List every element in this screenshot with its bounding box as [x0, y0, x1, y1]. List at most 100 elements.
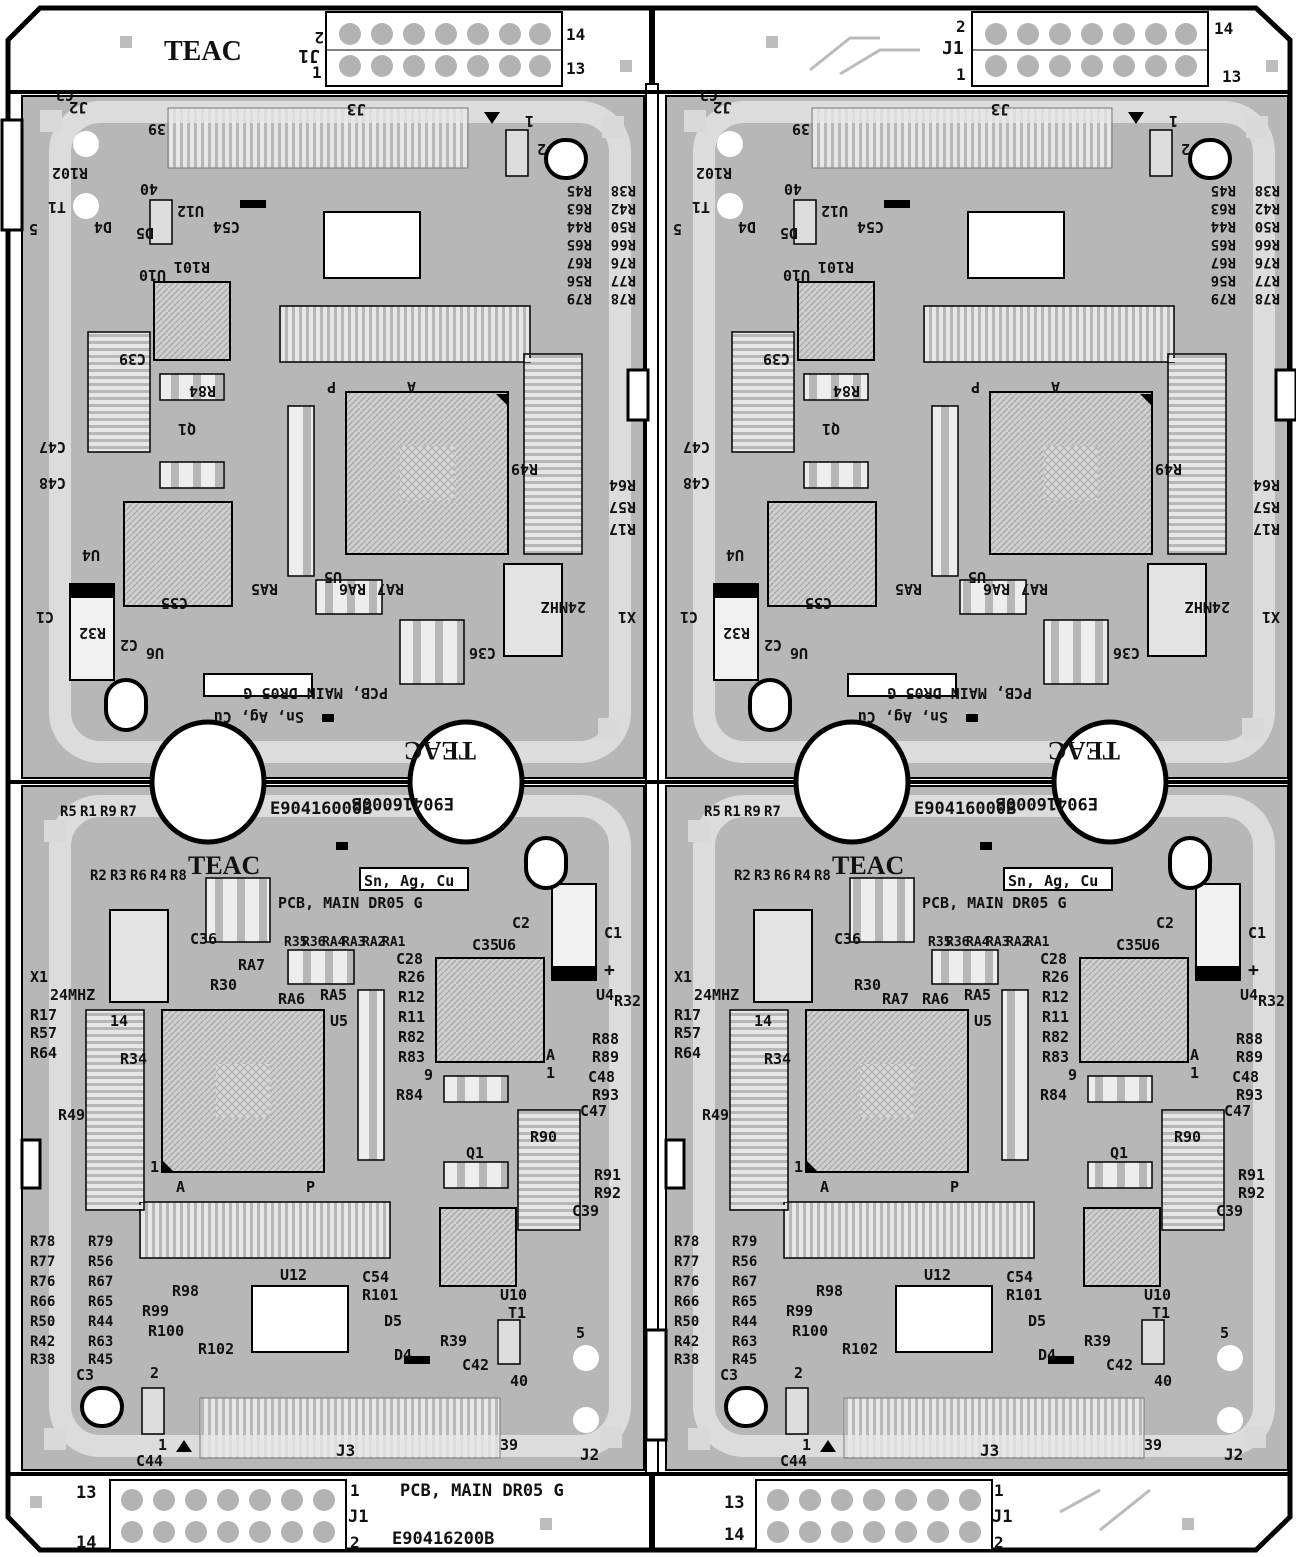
r50-label-bl: R50 — [30, 1314, 55, 1330]
c36-label-tr: C36 — [1113, 644, 1140, 662]
c48-label-bl: C48 — [588, 1068, 615, 1086]
d4-label-tr: D4 — [738, 218, 756, 236]
r90-label-br: R90 — [1174, 1128, 1201, 1146]
j1-label-top-right: J1 — [942, 38, 964, 59]
d5-label-br: D5 — [1028, 1312, 1046, 1330]
r4-label-br: R4 — [794, 868, 811, 884]
r45-label-tl: R45 — [567, 182, 592, 198]
r66-label-tl: R66 — [611, 236, 636, 252]
bottom-rail — [30, 1488, 1194, 1532]
r50-label-br: R50 — [674, 1314, 699, 1330]
r9-label-bl: R9 — [100, 804, 117, 820]
j2-pin-5-br: 5 — [1220, 1324, 1229, 1342]
d4-label-bl: D4 — [394, 1346, 412, 1364]
c39-label-br: C39 — [1216, 1202, 1243, 1220]
j2-pin-5-bl: 5 — [576, 1324, 585, 1342]
r12-label-br: R12 — [1042, 988, 1069, 1006]
u4-label-bl: U4 — [596, 986, 614, 1004]
r44-label-tr: R44 — [1211, 218, 1236, 234]
r49-label-br: R49 — [702, 1106, 729, 1124]
r57-label-tl: R57 — [609, 498, 636, 516]
j3-pin-40-tl: 40 — [140, 180, 158, 198]
ra6-label-br: RA6 — [922, 990, 949, 1008]
c35-label-bl: C35 — [472, 936, 499, 954]
r42-label-br: R42 — [674, 1334, 699, 1350]
r36-label-br: R36 — [946, 935, 970, 950]
pin1-triangle-markers — [162, 112, 1152, 1452]
r66-label-br: R66 — [674, 1294, 699, 1310]
j3-pin-39-tr: 39 — [792, 120, 810, 138]
u5-label-br: U5 — [974, 1012, 992, 1030]
c48-label-br: C48 — [1232, 1068, 1259, 1086]
c35-label-br: C35 — [1116, 936, 1143, 954]
c47-label-tr: C47 — [683, 438, 710, 456]
board-label-tl: PCB, MAIN DR05 G — [244, 684, 389, 702]
ra3-label-br: RA3 — [986, 935, 1009, 950]
r67-label-bl: R67 — [88, 1274, 113, 1290]
r64-label-tr: R64 — [1253, 476, 1280, 494]
r56-label-br: R56 — [732, 1254, 757, 1270]
u4-label-br: U4 — [1240, 986, 1258, 1004]
r3-label-br: R3 — [754, 868, 771, 884]
r99-label-br: R99 — [786, 1302, 813, 1320]
r93-label-bl: R93 — [592, 1086, 619, 1104]
j3-label-br: J3 — [980, 1441, 999, 1460]
c3-label-bl: C3 — [76, 1366, 94, 1384]
j3-pin-2-tr: 2 — [1181, 140, 1190, 158]
logo-br: TEAC — [832, 851, 904, 880]
j1-pin-13-top-right: 13 — [1222, 67, 1241, 86]
d4-label-tl: D4 — [94, 218, 112, 236]
ic-pin-14-br: 14 — [754, 1012, 772, 1030]
r89-label-bl: R89 — [592, 1048, 619, 1066]
r49-label-tl: R49 — [511, 460, 538, 478]
r50-label-tr: R50 — [1255, 218, 1280, 234]
silkscreen-top-left: E90416000B TEAC Sn, Ag, Cu PCB, MAIN DR0… — [29, 86, 636, 813]
r56-label-bl: R56 — [88, 1254, 113, 1270]
r63-label-tl: R63 — [567, 200, 592, 216]
j1-pin-1-top-right: 1 — [956, 65, 966, 84]
r36-label-bl: R36 — [302, 935, 326, 950]
r84-label-bl: R84 — [396, 1086, 423, 1104]
r63-label-br: R63 — [732, 1334, 757, 1350]
c1-label-bl: C1 — [604, 924, 622, 942]
j1-header-bottom-right — [755, 1479, 993, 1551]
c44-label-bl: C44 — [136, 1452, 163, 1470]
j1-header-bottom-left — [109, 1479, 347, 1551]
r7-label-bl: R7 — [120, 804, 137, 820]
r35-label-bl: R35 — [284, 935, 307, 950]
silkscreen-bottom-left: E90416000B TEAC Sn, Ag, Cu PCB, MAIN DR0… — [30, 799, 641, 1470]
r7-label-br: R7 — [764, 804, 781, 820]
j1-pin-2-top-right: 2 — [956, 17, 966, 36]
r92-label-bl: R92 — [594, 1184, 621, 1202]
r84-label-br: R84 — [1040, 1086, 1067, 1104]
ra2-label-br: RA2 — [1006, 935, 1029, 950]
r67-label-tl: R67 — [567, 254, 592, 270]
part-number-tr: E90416000B — [996, 793, 1098, 813]
ic-pin-9-bl: 9 — [424, 1066, 433, 1084]
j2-label-bl: J2 — [580, 1445, 599, 1464]
r101-label-bl: R101 — [362, 1286, 398, 1304]
q1-label-bl: Q1 — [466, 1144, 484, 1162]
j1-pin-14-bottom-left: 14 — [76, 1533, 96, 1553]
u12-label-tl: U12 — [177, 202, 204, 220]
r5-label-bl: R5 — [60, 804, 77, 820]
mounting-holes — [149, 719, 1169, 845]
r45-label-tr: R45 — [1211, 182, 1236, 198]
r64-label-bl: R64 — [30, 1044, 57, 1062]
c47-label-br: C47 — [1224, 1102, 1251, 1120]
r84-label-tr: R84 — [833, 382, 860, 400]
r66-label-bl: R66 — [30, 1294, 55, 1310]
r17-label-tr: R17 — [1253, 520, 1280, 538]
r39-label-br: R39 — [1084, 1332, 1111, 1350]
r45-label-br: R45 — [732, 1352, 757, 1368]
c35-label-tr: C35 — [805, 594, 832, 612]
r12-label-bl: R12 — [398, 988, 425, 1006]
r44-label-tl: R44 — [567, 218, 592, 234]
r44-label-br: R44 — [732, 1314, 757, 1330]
r49-label-bl: R49 — [58, 1106, 85, 1124]
c3-label-tl: C3 — [56, 86, 74, 104]
u6-pin-1-bl: 1 — [546, 1064, 555, 1082]
q1-label-tr: Q1 — [822, 420, 840, 438]
j1-pin-14-bottom-right: 14 — [724, 1525, 744, 1545]
board-label-bottom-rail: PCB, MAIN DR05 G — [400, 1481, 564, 1501]
